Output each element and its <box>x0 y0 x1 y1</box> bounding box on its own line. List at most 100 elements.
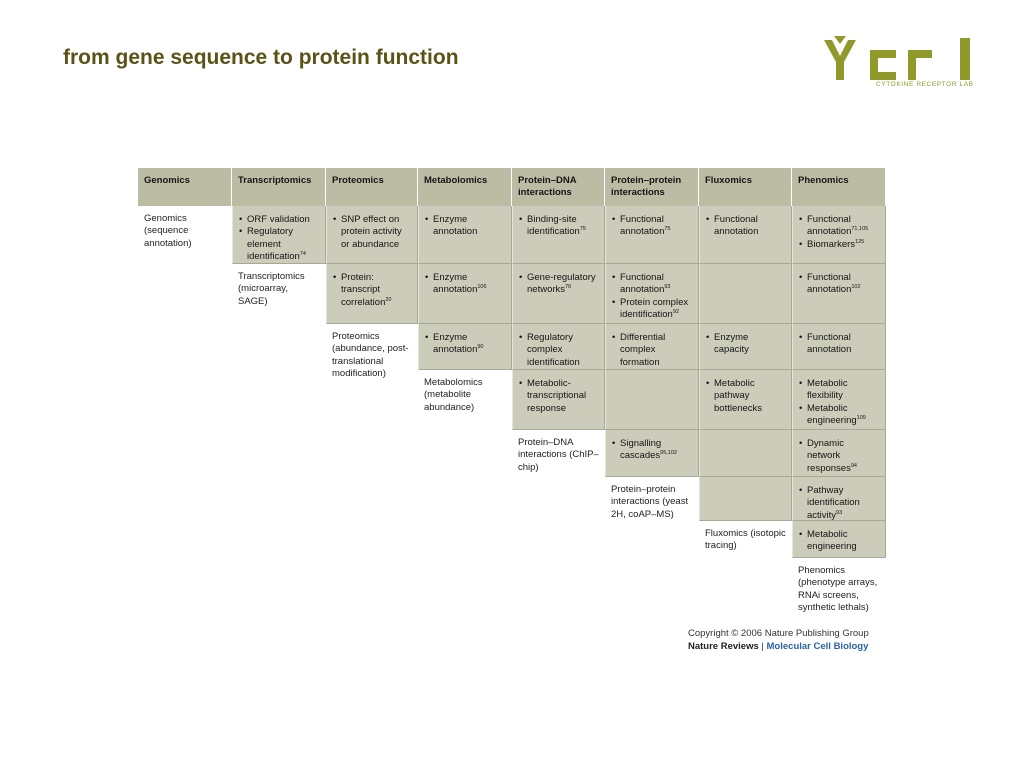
ycrl-logo: CYTOKINE RECEPTOR LAB <box>824 36 980 94</box>
cell-bullet-item: Functional annotation102 <box>799 272 879 297</box>
cell-bullet-text: Metabolic engineering <box>807 529 857 553</box>
matrix-cell: Binding-site identification75 <box>512 206 605 264</box>
cell-bullet-text: Enzyme annotation <box>433 272 478 296</box>
cell-bullet-list: Enzyme capacity <box>706 332 785 357</box>
cell-bullet-item: Metabolic pathway bottlenecks <box>706 378 785 415</box>
matrix-cell: Functional annotation <box>699 206 792 264</box>
matrix-cell: ORF validationRegulatory element identif… <box>232 206 326 264</box>
column-header: Metabolomics <box>418 168 512 206</box>
matrix-cell: SNP effect on protein activity or abunda… <box>326 206 418 264</box>
cell-bullet-list: Functional annotation93Protein complex i… <box>612 272 692 322</box>
reference-superscript: 106 <box>477 284 487 291</box>
cell-bullet-item: Binding-site identification75 <box>519 214 598 239</box>
column-header: Protein–protein interactions <box>605 168 699 206</box>
cell-bullet-text: Biomarkers <box>807 238 856 250</box>
matrix-cell: Regulatory complex identification <box>512 324 605 370</box>
cell-bullet-text: Functional annotation <box>807 272 852 296</box>
column-header: Phenomics <box>792 168 886 206</box>
reference-superscript: 92 <box>672 309 679 316</box>
cell-bullet-item: ORF validation <box>239 214 319 227</box>
diagonal-label: Protein–protein interactions (yeast 2H, … <box>611 484 689 520</box>
copyright-line: Copyright © 2006 Nature Publishing Group <box>688 628 869 639</box>
figure-credit: Copyright © 2006 Nature Publishing Group… <box>688 627 869 653</box>
diagonal-label: Phenomics (phenotype arrays, RNAi screen… <box>798 565 878 614</box>
matrix-cell: Functional annotation93Protein complex i… <box>605 264 699 324</box>
cell-bullet-item: Differential complex formation <box>612 332 692 369</box>
journal-name: Nature Reviews <box>688 641 759 652</box>
cell-bullet-item: Enzyme annotation106 <box>425 272 505 297</box>
reference-superscript: 95,102 <box>660 450 677 457</box>
cell-bullet-text: Protein complex identification <box>620 296 689 321</box>
cell-bullet-text: Regulatory complex identification <box>527 332 580 368</box>
logo-subtitle: CYTOKINE RECEPTOR LAB <box>876 81 974 88</box>
cell-bullet-list: Functional annotation <box>799 332 879 357</box>
logo-letters-icon <box>824 36 970 80</box>
cell-bullet-text: Metabolic pathway bottlenecks <box>714 378 763 414</box>
column-header: Proteomics <box>326 168 418 206</box>
diagonal-label: Fluxomics (isotopic tracing) <box>705 528 786 552</box>
cell-bullet-text: Functional annotation <box>620 272 665 296</box>
journal-subtitle: Molecular Cell Biology <box>766 641 869 652</box>
journal-separator: | <box>761 641 764 652</box>
reference-superscript: 94 <box>850 462 857 469</box>
matrix-cell: Pathway identification activity93 <box>792 477 886 521</box>
reference-superscript: 109 <box>856 415 866 422</box>
matrix-cell: Signalling cascades95,102 <box>605 430 699 477</box>
cell-bullet-item: Signalling cascades95,102 <box>612 438 692 463</box>
cell-bullet-item: Gene-regulatory networks76 <box>519 272 598 297</box>
matrix-cell: Metabolic pathway bottlenecks <box>699 370 792 430</box>
matrix-cell: Functional annotation <box>792 324 886 370</box>
matrix-cell: Protein: transcript correlation20 <box>326 264 418 324</box>
cell-bullet-list: Protein: transcript correlation20 <box>333 272 411 309</box>
reference-superscript: 75 <box>579 226 586 233</box>
reference-superscript: 90 <box>477 344 484 351</box>
cell-bullet-item: Enzyme annotation <box>425 214 505 239</box>
cell-bullet-text: ORF validation <box>247 214 310 225</box>
matrix-cell: Metabolic-transcriptional response <box>512 370 605 430</box>
reference-superscript: 74 <box>299 251 306 258</box>
cell-bullet-item: Functional annotation93 <box>612 272 692 297</box>
column-header: Transcriptomics <box>232 168 326 206</box>
matrix-cell: Functional annotation71,105Biomarkers125 <box>792 206 886 264</box>
cell-bullet-text: Functional annotation <box>807 214 852 238</box>
column-header-label: Proteomics <box>332 175 384 186</box>
cell-bullet-text: Enzyme annotation <box>433 332 478 356</box>
cell-bullet-item: Metabolic engineering <box>799 529 879 554</box>
cell-bullet-item: Biomarkers125 <box>799 238 879 252</box>
cell-bullet-list: Binding-site identification75 <box>519 214 598 239</box>
matrix-cell: Enzyme capacity <box>699 324 792 370</box>
cell-bullet-list: Pathway identification activity93 <box>799 485 879 522</box>
reference-superscript: 93 <box>664 284 671 291</box>
matrix-cell: Enzyme annotation106 <box>418 264 512 324</box>
cell-bullet-text: Enzyme capacity <box>714 332 749 356</box>
cell-bullet-text: Functional annotation <box>714 214 759 238</box>
cell-bullet-list: Enzyme annotation106 <box>425 272 505 297</box>
cell-bullet-text: Differential complex formation <box>620 332 666 368</box>
reference-superscript: 20 <box>385 296 392 303</box>
matrix-cell: Enzyme annotation <box>418 206 512 264</box>
cell-bullet-text: Metabolic-transcriptional response <box>527 378 587 414</box>
column-header-label: Phenomics <box>798 175 849 186</box>
cell-bullet-item: Regulatory complex identification <box>519 332 598 369</box>
cell-bullet-item: SNP effect on protein activity or abunda… <box>333 214 411 251</box>
column-header-label: Genomics <box>144 175 190 186</box>
cell-bullet-item: Metabolic engineering109 <box>799 403 879 428</box>
diagonal-label: Proteomics (abundance, post-translationa… <box>332 331 409 380</box>
column-header-label: Protein–protein interactions <box>611 175 682 198</box>
reference-superscript: 75 <box>664 226 671 233</box>
matrix-cell: Differential complex formation <box>605 324 699 370</box>
matrix-cell: Functional annotation102 <box>792 264 886 324</box>
diagonal-label: Protein–DNA interactions (ChIP–chip) <box>518 437 599 473</box>
cell-bullet-text: Metabolic engineering <box>807 402 857 427</box>
cell-bullet-item: Metabolic-transcriptional response <box>519 378 598 415</box>
cell-bullet-text: Functional annotation <box>620 214 665 238</box>
cell-bullet-list: Enzyme annotation90 <box>425 332 505 357</box>
cell-bullet-list: Metabolic pathway bottlenecks <box>706 378 785 415</box>
cell-bullet-item: Enzyme annotation90 <box>425 332 505 357</box>
matrix-cell <box>605 370 699 430</box>
cell-bullet-list: Gene-regulatory networks76 <box>519 272 598 297</box>
cell-bullet-item: Pathway identification activity93 <box>799 485 879 522</box>
journal-line: Nature Reviews | Molecular Cell Biology <box>688 640 869 653</box>
cell-bullet-text: Pathway identification activity <box>807 485 860 521</box>
